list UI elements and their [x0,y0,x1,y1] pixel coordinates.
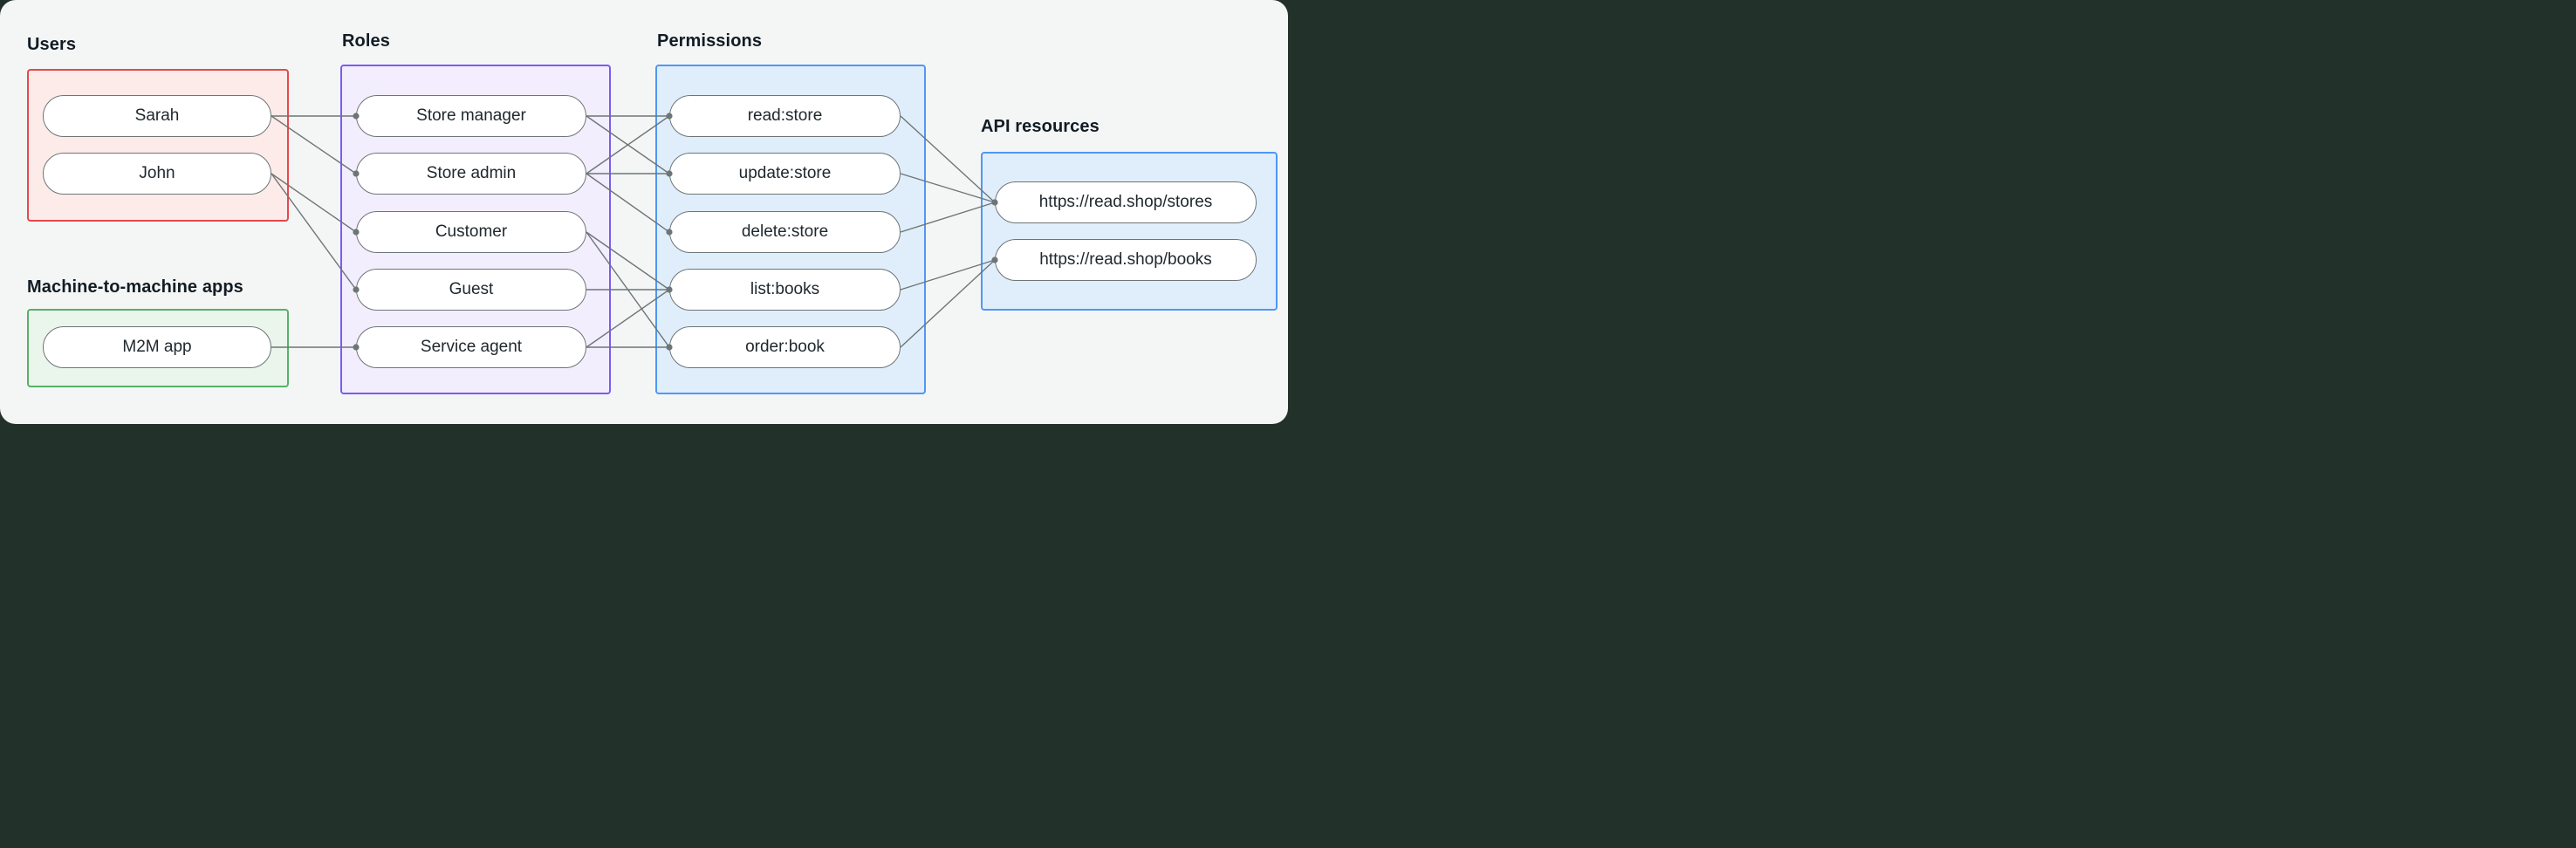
node-label: list:books [750,280,820,298]
group-label-api-resources: API resources [981,117,1100,136]
node-label: order:book [745,338,825,356]
node-label: update:store [738,164,832,182]
node-permission-read-store: read:store [669,95,901,137]
node-permission-update-store: update:store [669,153,901,195]
node-m2m-app: M2M app [43,326,271,368]
node-role-customer: Customer [356,211,586,253]
node-label: https://read.shop/books [1039,250,1212,269]
node-label: Store admin [426,164,517,182]
node-label: John [139,164,175,182]
node-label: Service agent [420,338,523,356]
group-label-users: Users [27,35,77,54]
group-label-machine-to-machine-apps: Machine-to-machine apps [27,277,243,297]
node-label: https://read.shop/stores [1038,193,1213,211]
node-role-service-agent: Service agent [356,326,586,368]
node-label: Sarah [134,106,180,125]
node-user-sarah: Sarah [43,95,271,137]
node-role-store-manager: Store manager [356,95,586,137]
node-label: delete:store [741,222,829,241]
users-box [27,69,289,222]
node-role-store-admin: Store admin [356,153,586,195]
diagram-canvas: Users Machine-to-machine apps Roles Perm… [0,0,1288,424]
node-label: Customer [435,222,508,241]
node-label: Store manager [416,106,526,125]
node-permission-delete-store: delete:store [669,211,901,253]
api-resources-box [981,152,1278,311]
node-user-john: John [43,153,271,195]
node-label: read:store [747,106,823,125]
node-api-resource-stores: https://read.shop/stores [995,181,1257,223]
node-api-resource-books: https://read.shop/books [995,239,1257,281]
node-role-guest: Guest [356,269,586,311]
group-label-roles: Roles [342,31,390,51]
node-label: M2M app [122,338,192,356]
node-permission-list-books: list:books [669,269,901,311]
group-label-permissions: Permissions [657,31,763,51]
node-label: Guest [449,280,494,298]
node-permission-order-book: order:book [669,326,901,368]
